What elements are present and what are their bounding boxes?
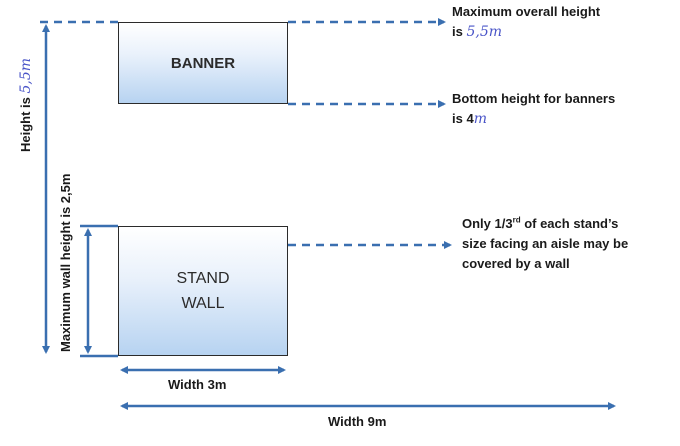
- note-wall-rule-line2: size facing an aisle may be: [462, 236, 629, 251]
- note-max-height-prefix: is: [452, 24, 467, 39]
- note-bottom-height: Bottom height for banners is 4m: [452, 89, 615, 129]
- note-wall-rule-a: Only 1/3: [462, 216, 513, 231]
- wall-height-label: Maximum wall height is 2,5m: [58, 173, 73, 352]
- note-bottom-height-unit: m: [473, 111, 487, 127]
- note-wall-rule-b: of each stand’s: [520, 216, 619, 231]
- note-wall-rule-line3: covered by a wall: [462, 256, 570, 271]
- note-wall-rule-sup: rd: [512, 215, 521, 225]
- banner-label: BANNER: [170, 54, 236, 72]
- stand-wall-line2: WALL: [181, 295, 225, 312]
- note-bottom-height-line1: Bottom height for banners: [452, 91, 616, 106]
- note-bottom-height-value: 4: [466, 111, 474, 126]
- note-bottom-height-prefix: is: [452, 111, 467, 126]
- stand-wall-box: STAND WALL: [118, 226, 288, 356]
- width-stand-label: Width 3m: [168, 377, 227, 392]
- note-max-height: Maximum overall height is 5,5m: [452, 2, 600, 42]
- note-wall-rule: Only 1/3rd of each stand’s size facing a…: [462, 214, 628, 274]
- banner-box: BANNER: [118, 22, 288, 104]
- note-max-height-line1: Maximum overall height: [452, 4, 601, 19]
- height-label-value: 5,5m: [18, 57, 34, 94]
- width-total-label: Width 9m: [328, 414, 387, 429]
- height-label: Height is 5,5m: [18, 58, 34, 152]
- note-max-height-value: 5,5m: [466, 24, 503, 40]
- height-label-prefix: Height is: [18, 93, 33, 152]
- stand-wall-line1: STAND: [176, 270, 230, 287]
